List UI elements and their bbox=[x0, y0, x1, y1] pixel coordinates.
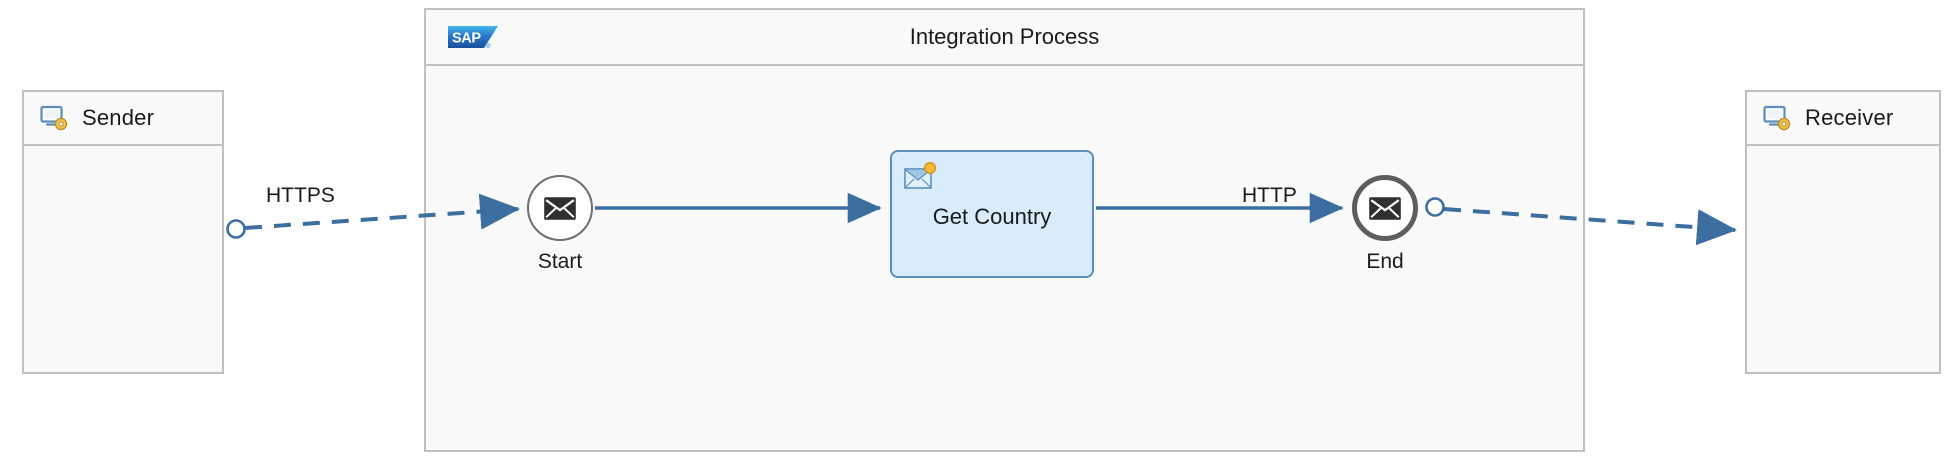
message-envelope-icon bbox=[1369, 196, 1401, 220]
message-envelope-icon bbox=[544, 196, 576, 220]
sap-logo: SAP bbox=[448, 26, 498, 49]
receiver-pool-header: Receiver bbox=[1747, 92, 1939, 146]
start-event[interactable] bbox=[527, 175, 593, 241]
end-event[interactable] bbox=[1352, 175, 1418, 241]
sender-pool-header: Sender bbox=[24, 92, 222, 146]
request-reply-icon bbox=[904, 162, 936, 189]
integration-process-title: Integration Process bbox=[909, 24, 1100, 49]
integration-process-header: SAP Integration Process bbox=[426, 10, 1583, 66]
participant-monitor-icon bbox=[40, 105, 68, 131]
receiver-pool-label: Receiver bbox=[1805, 105, 1894, 130]
svg-text:SAP: SAP bbox=[452, 31, 481, 47]
http-connector-label: HTTP bbox=[1242, 184, 1297, 207]
end-event-label: End bbox=[1366, 250, 1404, 273]
https-connector-label: HTTPS bbox=[266, 184, 335, 207]
receiver-pool[interactable]: Receiver bbox=[1745, 90, 1941, 374]
get-country-task[interactable]: Get Country bbox=[890, 150, 1094, 278]
sender-pool-body bbox=[24, 146, 222, 372]
receiver-pool-body bbox=[1747, 146, 1939, 372]
sender-pool[interactable]: Sender bbox=[22, 90, 224, 374]
get-country-task-label: Get Country bbox=[932, 204, 1052, 229]
participant-monitor-icon bbox=[1763, 105, 1791, 131]
start-event-label: Start bbox=[537, 250, 583, 273]
sender-pool-label: Sender bbox=[82, 105, 155, 130]
